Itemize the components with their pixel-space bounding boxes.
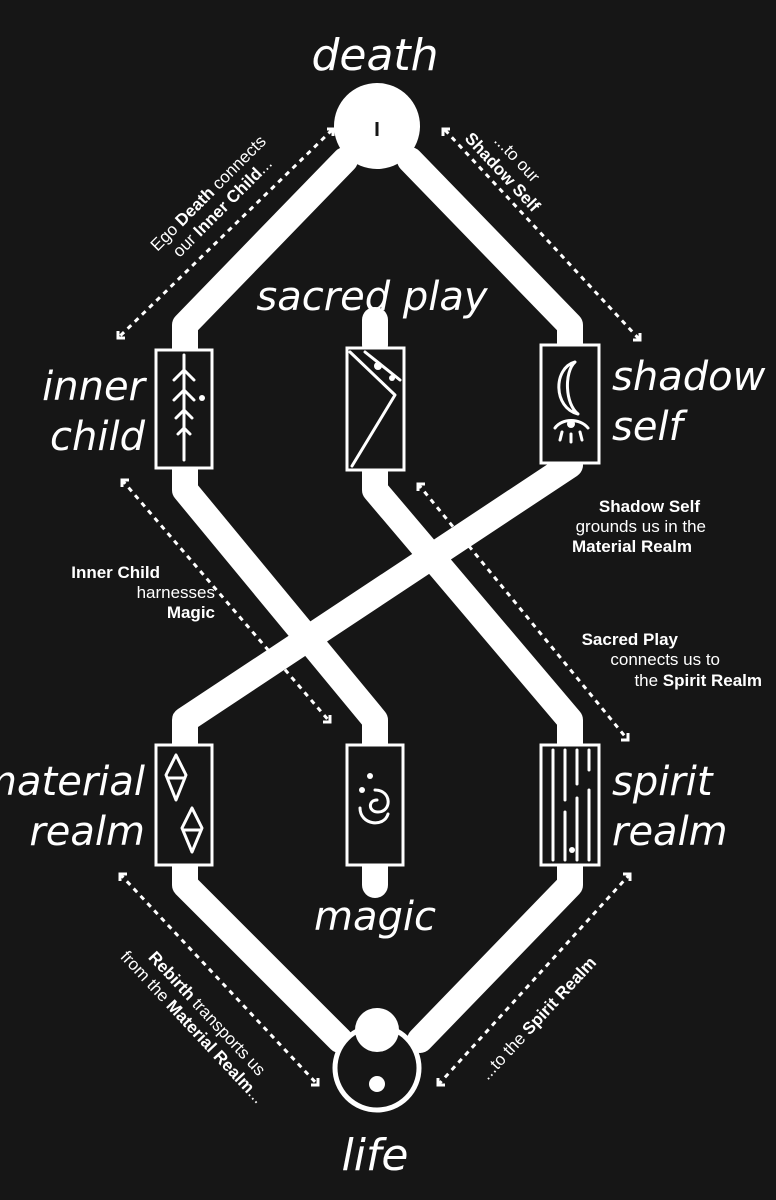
- title-material-realm-line1: material: [0, 759, 145, 805]
- chevron-icon: [348, 350, 402, 468]
- svg-text:grounds us in the: grounds us in the: [576, 517, 706, 536]
- arrow-death-inner-child: [116, 127, 335, 340]
- moon-icon: [553, 360, 590, 444]
- arrow-tree-icon: [172, 353, 205, 462]
- title-shadow-self-line2: self: [612, 404, 689, 450]
- card-material-realm: [154, 743, 214, 867]
- svg-text:the Spirit Realm: the Spirit Realm: [634, 671, 762, 690]
- title-death: death: [311, 30, 438, 81]
- swirl-icon: [358, 773, 390, 825]
- path-material-to-life: [172, 852, 353, 1053]
- arrow-spirit-life: [436, 872, 632, 1087]
- svg-text:Material Realm: Material Realm: [572, 537, 692, 556]
- path-sacred-play-down: [362, 457, 583, 758]
- note-inner-child-magic: Inner Child harnesses Magic: [71, 563, 215, 622]
- path-spirit-to-life: [407, 852, 583, 1053]
- dashed-arrows: [116, 127, 642, 1087]
- note-sacred-play-spirit: Sacred Play connects us to the Spirit Re…: [582, 630, 762, 690]
- svg-text:Shadow Self: Shadow Self: [599, 497, 700, 516]
- title-life: life: [341, 1130, 408, 1181]
- svg-text:harnesses: harnesses: [137, 583, 215, 602]
- life-node: [332, 1008, 422, 1113]
- note-shadow-grounds: Shadow Self grounds us in the Material R…: [572, 497, 706, 556]
- svg-text:Magic: Magic: [167, 603, 215, 622]
- title-sacred-play: sacred play: [256, 274, 489, 320]
- svg-text:connects us to: connects us to: [610, 650, 720, 669]
- diamond-icon: [164, 753, 204, 854]
- card-shadow-self: [539, 343, 601, 465]
- arrow-shadow-material: [183, 476, 559, 727]
- title-magic: magic: [314, 894, 436, 940]
- svg-text:from the Material Realm...: from the Material Realm...: [117, 947, 268, 1107]
- path-shadow-to-material-cross: [172, 452, 583, 758]
- path-inner-child-to-magic: [172, 457, 388, 758]
- title-inner-child-line1: inner: [42, 364, 147, 410]
- card-magic: [345, 743, 405, 867]
- arrow-inner-child-magic: [120, 478, 332, 724]
- arrow-death-shadow: [441, 127, 642, 342]
- svg-text:Ego Death connects: Ego Death connects: [147, 132, 270, 255]
- title-shadow-self-line1: shadow: [612, 354, 766, 400]
- title-spirit-realm-line2: realm: [612, 809, 728, 855]
- card-spirit-realm: [539, 743, 601, 867]
- path-network: [172, 147, 583, 1053]
- title-spirit-realm-line1: spirit: [612, 759, 714, 805]
- svg-text:Inner Child: Inner Child: [71, 563, 160, 582]
- title-inner-child-line2: child: [50, 414, 146, 460]
- note-to-shadow: ...to our Shadow Self: [461, 129, 544, 216]
- card-sacred-play: [345, 346, 406, 472]
- path-death-to-shadow-self: [397, 147, 583, 358]
- lines-icon: [551, 748, 591, 862]
- card-inner-child: [154, 348, 214, 470]
- arrow-material-life: [118, 872, 320, 1087]
- title-material-realm-line2: realm: [29, 809, 145, 855]
- path-death-to-inner-child: [172, 147, 358, 363]
- svg-text:Sacred Play: Sacred Play: [582, 630, 679, 649]
- arrow-sacred-spirit: [416, 482, 630, 742]
